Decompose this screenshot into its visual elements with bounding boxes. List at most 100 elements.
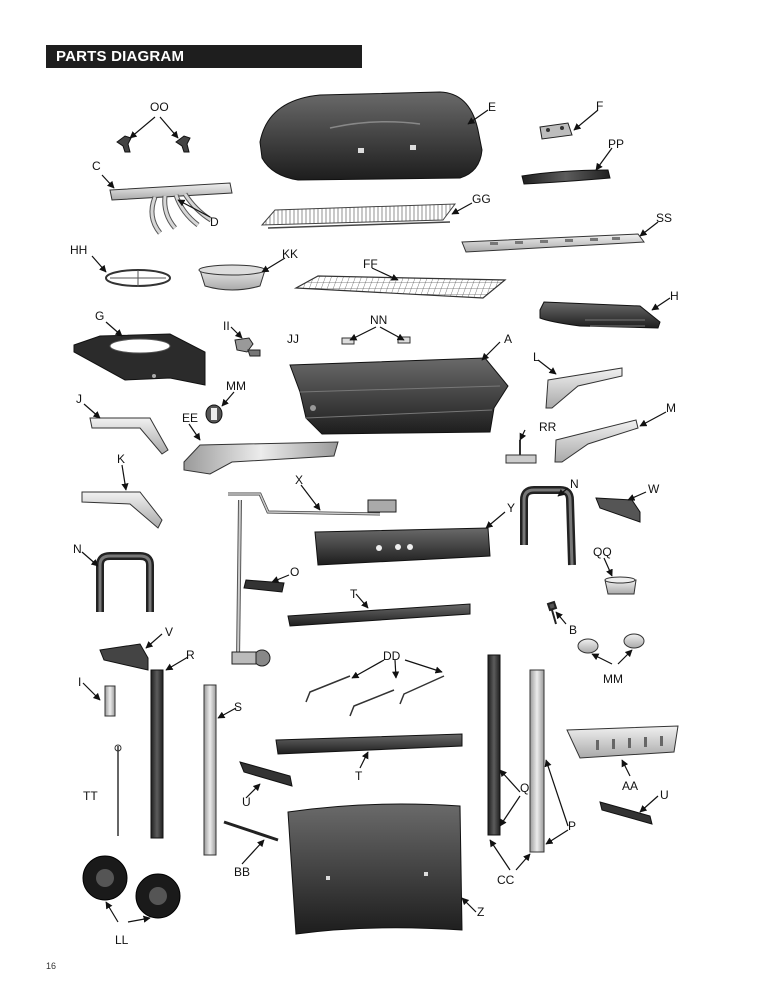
part-kk-bowl <box>198 264 266 291</box>
part-j-bracket <box>89 417 169 455</box>
part-f-bracket <box>539 122 573 140</box>
callout-ss: SS <box>656 211 672 225</box>
part-a-firebox <box>289 357 509 435</box>
callout-f: F <box>596 99 603 113</box>
part-n-leg-frame-left <box>96 552 154 612</box>
callout-labels: OO C D E F PP GG SS HH KK FF H G II JJ N… <box>70 99 679 947</box>
part-s-leg <box>203 684 217 856</box>
part-m-bracket <box>554 419 639 463</box>
callout-n-2: N <box>73 542 82 556</box>
part-p-leg <box>529 669 545 853</box>
callout-t-2: T <box>355 769 363 783</box>
part-t-crossbar-upper <box>287 603 471 627</box>
part-i-tube <box>104 685 116 717</box>
part-e-lid <box>259 91 483 181</box>
callout-pp: PP <box>608 137 624 151</box>
callout-g: G <box>95 309 104 323</box>
callout-j: J <box>76 392 82 406</box>
callout-p: P <box>568 819 576 833</box>
callout-c: C <box>92 159 101 173</box>
callout-s: S <box>234 700 242 714</box>
callout-o: O <box>290 565 299 579</box>
callout-w: W <box>648 482 660 496</box>
callout-u-2: U <box>660 788 669 802</box>
callout-y: Y <box>507 501 515 515</box>
callout-dd: DD <box>383 649 401 663</box>
part-bb-axle <box>223 820 279 842</box>
part-ff-grate <box>293 275 507 299</box>
callout-jj: JJ <box>287 332 299 346</box>
part-k-bracket <box>81 491 163 529</box>
callout-bb: BB <box>234 865 250 879</box>
part-g-side-burner-shelf <box>73 333 206 386</box>
leader-lines <box>81 109 671 923</box>
callout-i: I <box>78 675 81 689</box>
part-c-burner <box>109 182 233 235</box>
part-n-leg-frame-right <box>520 486 576 566</box>
callout-ii: II <box>223 319 230 333</box>
section-title: PARTS DIAGRAM <box>56 48 185 65</box>
part-tt-wire <box>114 744 122 836</box>
callout-ll: LL <box>115 933 129 947</box>
part-ii-valve <box>234 337 261 357</box>
part-y-front-panel <box>314 527 491 566</box>
part-oo-clips <box>116 135 191 153</box>
callout-tt: TT <box>83 789 98 803</box>
part-ll-wheels <box>82 855 181 919</box>
callout-x: X <box>295 473 303 487</box>
part-o-bracket <box>243 579 285 593</box>
part-ee-control-panel <box>183 441 339 475</box>
part-mm-knob <box>205 404 223 424</box>
callout-mm-1: MM <box>226 379 246 393</box>
callout-q: Q <box>520 781 529 795</box>
part-u-bracket-left <box>239 761 293 787</box>
callout-r: R <box>186 648 195 662</box>
callout-t-1: T <box>350 587 358 601</box>
part-b-screw <box>546 600 558 625</box>
part-hh-ring <box>105 269 171 287</box>
callout-k: K <box>117 452 125 466</box>
callout-a: A <box>504 332 512 346</box>
callout-z: Z <box>477 905 484 919</box>
callout-u-1: U <box>242 795 251 809</box>
part-mm-knobs <box>577 633 645 654</box>
part-rr-hook <box>505 440 537 464</box>
callout-kk: KK <box>282 247 298 261</box>
callout-v: V <box>165 625 173 639</box>
callout-n-1: N <box>570 477 579 491</box>
callout-d: D <box>210 215 219 229</box>
callout-b: B <box>569 623 577 637</box>
callout-cc: CC <box>497 873 515 887</box>
part-l-bracket <box>545 367 623 409</box>
part-q-leg <box>487 654 501 836</box>
callout-aa: AA <box>622 779 638 793</box>
callout-mm-2: MM <box>603 672 623 686</box>
part-ss-heat-shield <box>461 233 645 253</box>
part-z-panel <box>287 803 463 935</box>
callout-ee: EE <box>182 411 198 425</box>
part-gg-warming-rack <box>260 203 457 229</box>
part-v-bracket <box>99 643 149 671</box>
part-x-manifold <box>228 492 397 667</box>
part-r-leg <box>150 669 164 839</box>
callout-m: M <box>666 401 676 415</box>
callout-l: L <box>533 350 540 364</box>
callout-e: E <box>488 100 496 114</box>
callout-gg: GG <box>472 192 491 206</box>
part-aa-tray <box>566 725 679 759</box>
part-t-crossbar-lower <box>275 733 463 755</box>
callout-oo: OO <box>150 100 169 114</box>
callout-nn: NN <box>370 313 387 327</box>
callout-ff: FF <box>363 257 378 271</box>
callout-hh: HH <box>70 243 87 257</box>
part-u-bracket-right <box>599 801 653 825</box>
section-header-bar: PARTS DIAGRAM <box>46 45 362 68</box>
part-qq-cup <box>604 576 637 595</box>
callout-qq: QQ <box>593 545 612 559</box>
part-dd-hooks <box>305 675 445 717</box>
part-pp-handle <box>521 169 611 185</box>
part-h-side-shelf <box>539 301 661 329</box>
part-w-bracket <box>595 497 641 523</box>
callout-h: H <box>670 289 679 303</box>
